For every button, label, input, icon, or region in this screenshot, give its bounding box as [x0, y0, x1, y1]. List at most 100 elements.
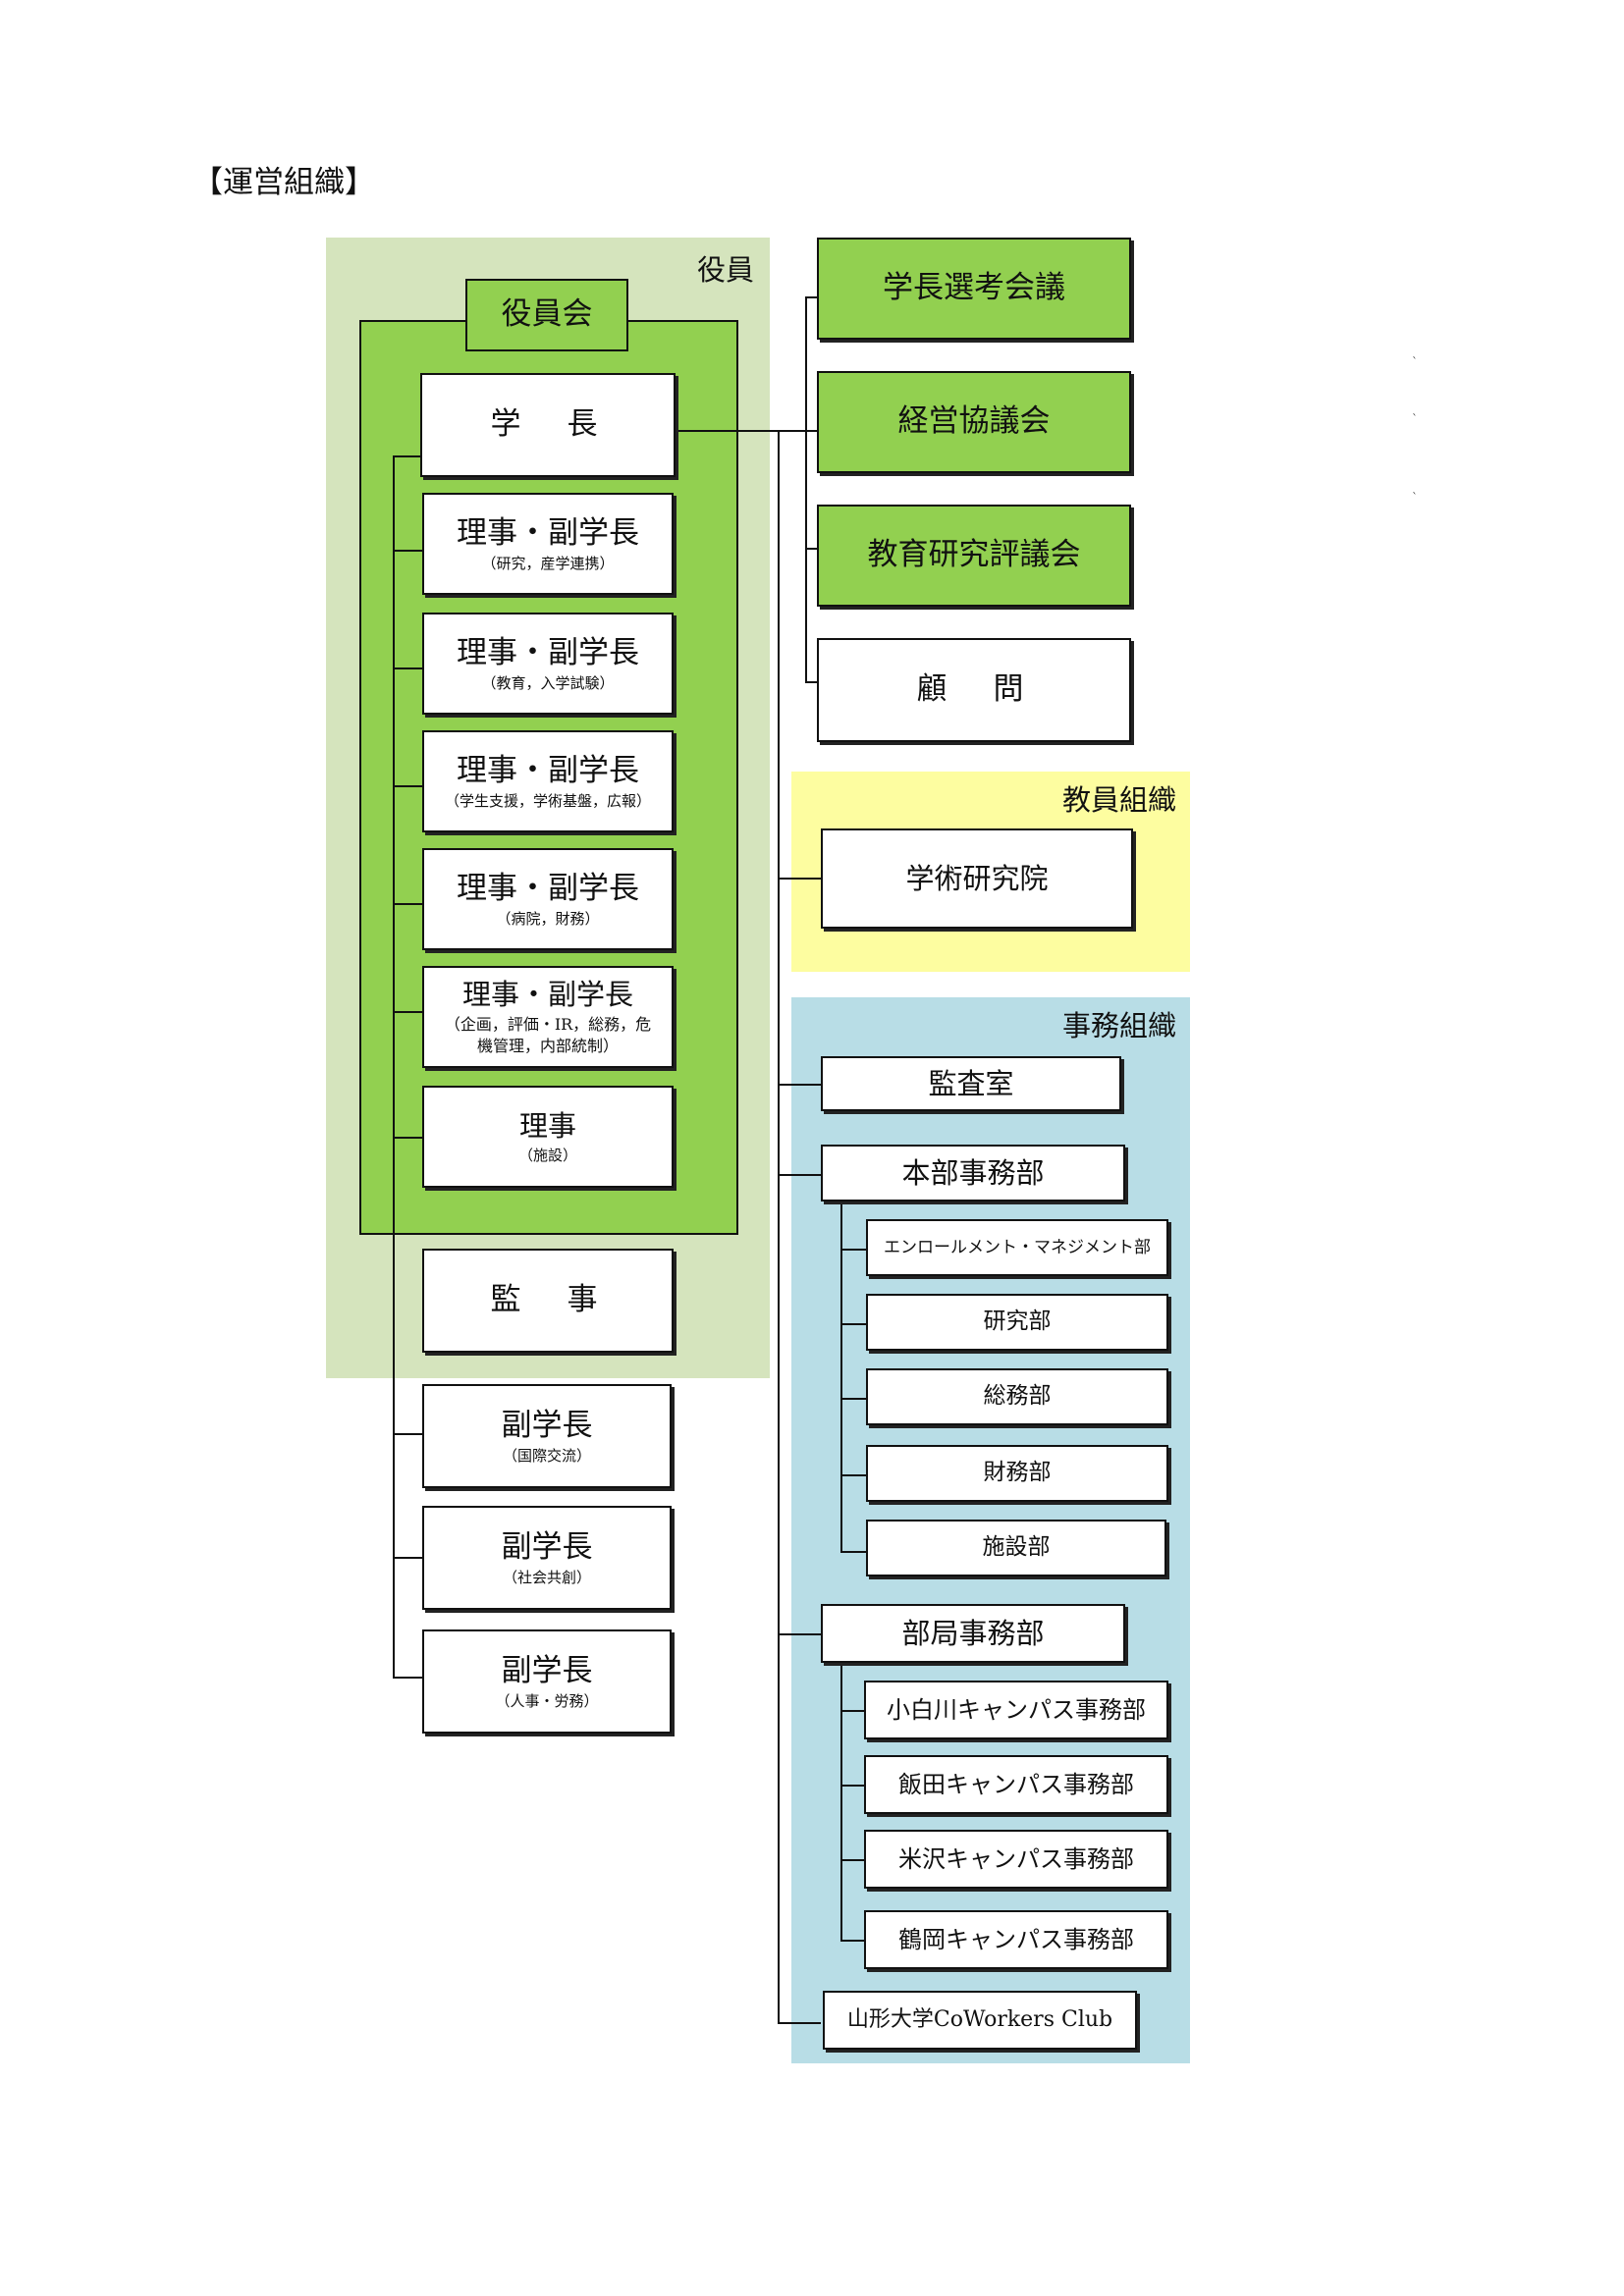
auditor-label: 監 事	[490, 1282, 606, 1318]
campus-branch	[840, 1940, 866, 1942]
hq-branch	[840, 1249, 866, 1251]
left-branch	[393, 1433, 422, 1435]
campus-branch	[840, 1785, 866, 1787]
hq-branch	[840, 1474, 866, 1476]
board-box: 役員会	[465, 279, 628, 351]
hq-office-label: 本部事務部	[901, 1155, 1045, 1190]
vice-president-box: 副学長 （国際交流）	[422, 1384, 672, 1488]
hq-branch	[840, 1398, 866, 1400]
coworkers-club-label: 山形大学CoWorkers Club	[846, 2006, 1113, 2032]
vice-president-title: 副学長	[501, 1652, 593, 1688]
executive-box: 理事・副学長 （研究，産学連携）	[422, 493, 674, 595]
advisor-box: 顧 問	[817, 638, 1131, 742]
left-branch	[393, 455, 422, 457]
board-label: 役員会	[501, 296, 593, 333]
audit-office-label: 監査室	[928, 1066, 1014, 1100]
left-branch	[393, 1677, 422, 1679]
vice-president-title: 副学長	[501, 1407, 593, 1443]
executive-box: 理事・副学長 （企画，評価・IR，総務，危機管理，内部統制）	[422, 966, 674, 1068]
org-branch	[778, 2022, 821, 2024]
org-trunk-line	[778, 430, 780, 2022]
left-branch	[393, 903, 422, 905]
left-branch	[393, 1137, 422, 1139]
page-heading: 【運営組織】	[192, 165, 375, 200]
executive-box: 理事・副学長 （教育，入学試験）	[422, 613, 674, 715]
executive-title: 理事・副学長	[461, 977, 633, 1011]
hq-department-box: 施設部	[866, 1520, 1166, 1576]
executive-title: 理事・副学長	[457, 870, 639, 906]
vice-president-box: 副学長 （社会共創）	[422, 1506, 672, 1610]
executive-box: 理事・副学長 （学生支援，学術基盤，広報）	[422, 730, 674, 832]
campus-office-item-label: 飯田キャンパス事務部	[898, 1770, 1134, 1798]
president-label: 学 長	[490, 406, 606, 443]
executive-note: （企画，評価・IR，総務，危機管理，内部統制）	[444, 1015, 652, 1055]
campus-office-item-box: 米沢キャンパス事務部	[864, 1830, 1168, 1889]
vice-president-title: 副学長	[501, 1528, 593, 1565]
executive-title: 理事・副学長	[457, 634, 639, 670]
stray-mark: `	[1412, 412, 1418, 426]
left-branch	[393, 1011, 422, 1013]
hq-office-box: 本部事務部	[821, 1145, 1125, 1201]
hq-department-box: 総務部	[866, 1368, 1168, 1425]
executive-box: 理事・副学長 （病院，財務）	[422, 848, 674, 950]
executive-note: （教育，入学試験）	[481, 674, 615, 693]
hq-trunk-line	[840, 1203, 842, 1553]
org-branch	[778, 1084, 821, 1086]
auditor-box: 監 事	[422, 1249, 674, 1353]
hq-department-label: 財務部	[983, 1460, 1052, 1486]
council-trunk-line	[805, 296, 807, 681]
office-region-label: 事務組織	[1061, 1009, 1176, 1042]
vice-president-note: （国際交流）	[502, 1447, 591, 1466]
council-branch	[805, 430, 819, 432]
council-label: 学長選考会議	[883, 270, 1065, 306]
campus-trunk-line	[840, 1663, 842, 1942]
vice-president-note: （社会共創）	[502, 1569, 591, 1587]
vice-president-note: （人事・労務）	[495, 1692, 599, 1711]
left-branch	[393, 667, 422, 669]
executive-box: 理事 （施設）	[422, 1086, 674, 1188]
hq-branch	[840, 1323, 866, 1325]
council-box: 学長選考会議	[817, 238, 1131, 340]
hq-department-box: 研究部	[866, 1294, 1168, 1351]
executive-note: （学生支援，学術基盤，広報）	[444, 792, 651, 811]
campus-office-item-box: 小白川キャンパス事務部	[864, 1681, 1168, 1739]
left-branch	[393, 550, 422, 552]
council-label: 経営協議会	[897, 403, 1051, 440]
academic-institute-label: 学術研究院	[905, 861, 1049, 895]
left-branch	[393, 785, 422, 787]
hq-department-box: 財務部	[866, 1445, 1168, 1502]
council-label: 教育研究評議会	[867, 537, 1081, 573]
executive-note: （病院，財務）	[496, 910, 600, 929]
council-box: 経営協議会	[817, 371, 1131, 473]
campus-office-item-label: 米沢キャンパス事務部	[898, 1844, 1134, 1873]
campus-office-item-label: 小白川キャンパス事務部	[887, 1695, 1146, 1724]
hq-department-label: エンロールメント・マネジメント部	[884, 1237, 1151, 1257]
hq-department-label: 総務部	[983, 1383, 1052, 1410]
faculty-region-label: 教員組織	[1061, 783, 1176, 817]
left-branch	[393, 1557, 422, 1559]
campus-office-item-label: 鶴岡キャンパス事務部	[898, 1925, 1134, 1953]
academic-institute-box: 学術研究院	[821, 828, 1133, 929]
president-box: 学 長	[420, 373, 676, 477]
campus-office-label: 部局事務部	[901, 1616, 1045, 1650]
executive-title: 理事・副学長	[457, 752, 639, 788]
stray-mark: `	[1412, 491, 1418, 505]
executive-note: （施設）	[517, 1146, 577, 1164]
executive-title: 理事	[518, 1109, 576, 1144]
hq-department-label: 施設部	[982, 1534, 1051, 1561]
org-branch	[778, 1174, 821, 1176]
hq-branch	[840, 1551, 866, 1553]
campus-branch	[840, 1710, 866, 1712]
council-branch	[805, 681, 819, 683]
executive-note: （研究，産学連携）	[481, 555, 615, 573]
org-branch	[778, 1633, 821, 1635]
left-trunk-line	[393, 455, 395, 1677]
campus-office-box: 部局事務部	[821, 1604, 1125, 1663]
campus-office-item-box: 鶴岡キャンパス事務部	[864, 1910, 1168, 1969]
org-branch	[778, 878, 821, 880]
advisor-label: 顧 問	[916, 671, 1032, 708]
vice-president-box: 副学長 （人事・労務）	[422, 1629, 672, 1734]
campus-office-item-box: 飯田キャンパス事務部	[864, 1755, 1168, 1814]
hq-department-box: エンロールメント・マネジメント部	[866, 1219, 1168, 1276]
officers-region-label: 役員	[696, 253, 754, 287]
